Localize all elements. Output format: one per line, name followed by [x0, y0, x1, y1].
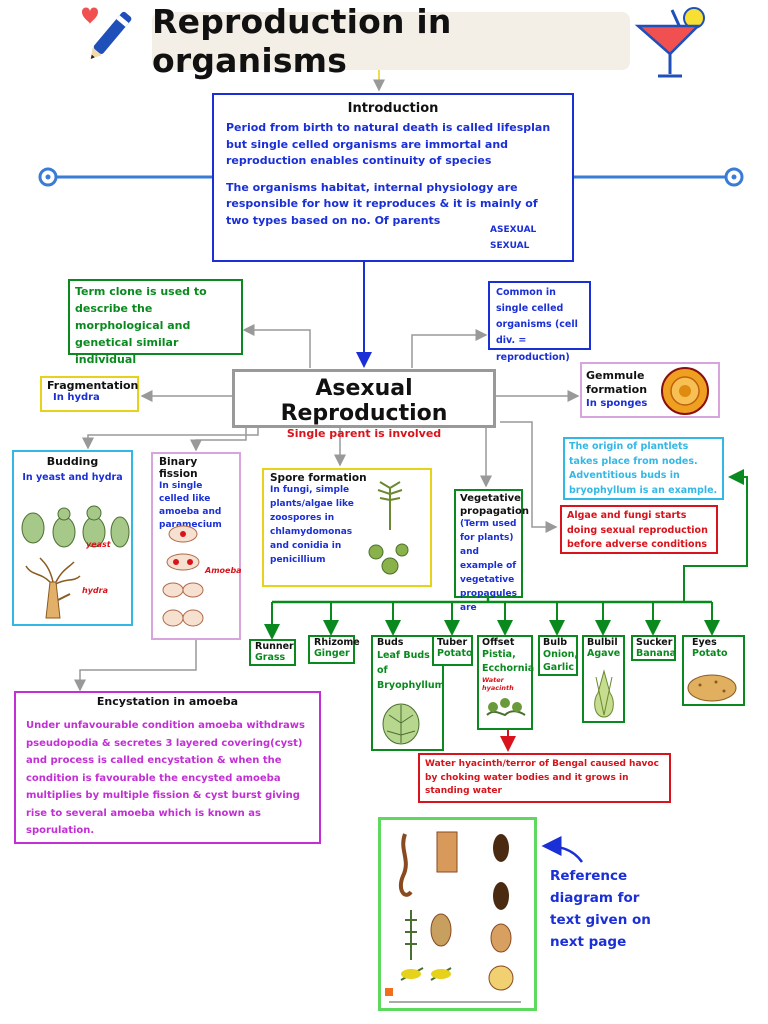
- propagule-name: Eyes: [692, 637, 717, 648]
- propagule-example: Agave: [587, 648, 621, 659]
- amoeba-label: Amoeba: [205, 566, 242, 575]
- bryophyllum-illustration: [382, 703, 420, 745]
- clone-note-box: Term clone is used to describe the morph…: [68, 279, 243, 366]
- propagule-example: Leaf Buds of Bryophyllum: [377, 650, 445, 692]
- spore-formation-illustration: [368, 481, 409, 575]
- propagule-example: Pistia, Ecchornia: [482, 649, 535, 674]
- algae-fungi-note-box: Algae and fungi starts doing sexual repr…: [560, 505, 718, 554]
- vegetative-propagation-text: (Term used for plants) and example of ve…: [460, 519, 517, 613]
- reproduction-types: ASEXUAL SEXUAL: [490, 225, 536, 251]
- introduction-paragraph-1: Period from birth to natural death is ca…: [226, 121, 551, 167]
- propagule-buds: Buds Leaf Buds of Bryophyllum: [371, 635, 445, 751]
- gemmule-illustration: [661, 367, 709, 415]
- vegetative-propagation-box: Vegetative propagation (Term used for pl…: [454, 489, 529, 613]
- propagule-tuber: Tuber Potato: [432, 635, 473, 666]
- page-title-text: Reproduction in organisms: [152, 2, 452, 80]
- plantlets-note-box: The origin of plantlets takes place from…: [563, 437, 724, 500]
- propagule-name: Tuber: [437, 637, 468, 648]
- clone-note-text: Term clone is used to describe the morph…: [75, 285, 207, 367]
- water-hyacinth-note-box: Water hyacinth/terror of Bengal caused h…: [418, 753, 671, 803]
- budding-text: In yeast and hydra: [22, 472, 123, 483]
- binary-fission-illustration: [162, 525, 204, 627]
- propagule-name: Runner: [255, 641, 294, 652]
- water-hyacinth-illustration: [486, 698, 526, 717]
- potato-illustration: [687, 674, 737, 702]
- spore-formation-heading: Spore formation: [270, 472, 367, 484]
- gemmule-text: In sponges: [586, 397, 648, 409]
- fragmentation-box: Fragmentation In hydra: [40, 376, 139, 412]
- propagule-rhizome: Rhizome Ginger: [308, 635, 360, 664]
- gemmule-box: Gemmule formation In sponges: [580, 362, 720, 418]
- propagule-runner: Runner Grass: [249, 639, 296, 666]
- hydra-label: hydra: [82, 586, 108, 595]
- yeast-budding-illustration: [21, 505, 130, 548]
- page-title: Reproduction in organisms: [152, 2, 630, 80]
- plantlets-note-text: The origin of plantlets takes place from…: [569, 441, 718, 497]
- propagule-name: Buds: [377, 637, 404, 648]
- propagule-eyes: Eyes Potato: [682, 635, 745, 706]
- water-hyacinth-note-text: Water hyacinth/terror of Bengal caused h…: [425, 759, 659, 796]
- propagule-sucker: Sucker Banana: [631, 635, 676, 661]
- propagule-example: Potato: [437, 648, 473, 659]
- propagule-name: Sucker: [636, 637, 673, 648]
- vegetative-propagation-heading: Vegetative propagation: [460, 493, 529, 517]
- encystation-box: Encystation in amoeba Under unfavourable…: [14, 691, 321, 844]
- propagule-name: Offset: [482, 637, 515, 648]
- encystation-text: Under unfavourable condition amoeba with…: [26, 720, 305, 836]
- agave-illustration: [594, 669, 614, 718]
- gemmule-heading: Gemmule formation: [586, 369, 648, 396]
- propagule-name: Bulb: [543, 637, 568, 648]
- pen-icon: [78, 2, 140, 70]
- propagule-offset: Offset Pistia, Ecchornia Water hyacinth: [477, 635, 535, 730]
- single-celled-note-box: Common in single celled organisms (cell …: [488, 281, 591, 363]
- algae-fungi-note-text: Algae and fungi starts doing sexual repr…: [567, 510, 708, 551]
- reference-diagram-illustration: [385, 831, 521, 1003]
- hydra-budding-illustration: [25, 557, 81, 619]
- type-asexual: ASEXUAL: [490, 225, 537, 235]
- yeast-label: yeast: [86, 540, 111, 549]
- propagule-example: Potato: [692, 648, 728, 659]
- propagule-name: Rhizome: [314, 637, 360, 648]
- binary-fission-heading: Binary fission: [159, 456, 198, 480]
- binary-fission-box: Binary fission In single celled like amo…: [151, 452, 242, 640]
- propagule-name: Bulbil: [587, 637, 618, 648]
- introduction-box: Introduction Period from birth to natura…: [212, 93, 574, 262]
- asexual-reproduction-subtitle: Single parent is involved: [286, 427, 442, 440]
- reference-note: Reference diagram for text given on next…: [550, 866, 655, 976]
- type-sexual: SEXUAL: [490, 241, 530, 251]
- encystation-heading: Encystation in amoeba: [96, 695, 239, 708]
- propagule-bulb: Bulb Onion, Garlic: [538, 635, 578, 676]
- propagule-example: Ginger: [314, 648, 350, 659]
- asexual-reproduction-box: Asexual Reproduction Single parent is in…: [232, 369, 496, 440]
- water-hyacinth-label: Water hyacinth: [482, 675, 514, 692]
- asexual-reproduction-title: Asexual Reproduction: [280, 376, 448, 426]
- propagule-example: Grass: [255, 652, 286, 663]
- cocktail-glass-icon: [632, 4, 712, 82]
- fragmentation-heading: Fragmentation: [47, 379, 139, 392]
- reference-note-text: Reference diagram for text given on next…: [550, 868, 651, 950]
- reference-diagram-box: [378, 817, 537, 1011]
- spore-formation-text: In fungi, simple plants/algae like zoosp…: [270, 485, 354, 565]
- propagule-example: Onion, Garlic: [543, 649, 578, 674]
- budding-heading: Budding: [46, 455, 99, 468]
- single-celled-note-text: Common in single celled organisms (cell …: [496, 287, 578, 363]
- fragmentation-text: In hydra: [53, 392, 100, 403]
- propagule-example: Banana: [636, 648, 676, 659]
- introduction-paragraph-2: The organisms habitat, internal physiolo…: [226, 180, 538, 227]
- introduction-heading: Introduction: [347, 101, 439, 116]
- binary-fission-text: In single celled like amoeba and paramec…: [159, 481, 222, 531]
- budding-box: Budding In yeast and hydra yeast hydra: [12, 450, 133, 626]
- propagule-bulbil: Bulbil Agave: [582, 635, 625, 723]
- spore-formation-box: Spore formation In fungi, simple plants/…: [262, 468, 432, 587]
